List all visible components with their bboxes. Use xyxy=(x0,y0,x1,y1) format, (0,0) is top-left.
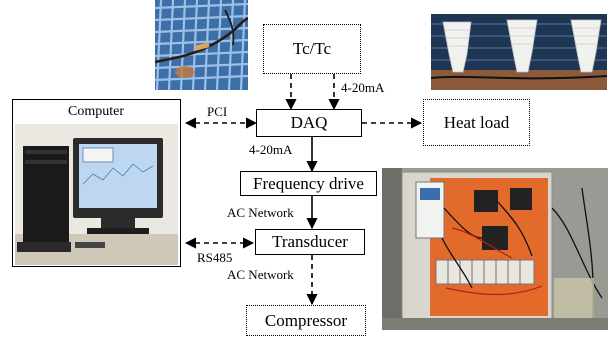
heat-load-lamps-photo xyxy=(431,14,607,90)
label-rs485: RS485 xyxy=(197,250,233,265)
label-fd-transducer: AC Network xyxy=(227,205,294,220)
computer-photo xyxy=(15,124,178,265)
node-frequency-drive: Frequency drive xyxy=(240,171,377,196)
electrical-panel-photo xyxy=(382,168,608,330)
label-tc-daq: 4-20mA xyxy=(341,80,385,95)
label-daq-fd: 4-20mA xyxy=(249,142,293,157)
label-pci: PCI xyxy=(207,104,228,119)
node-tc: Tc/Tc xyxy=(263,24,361,74)
thermocouple-grid-photo xyxy=(155,0,248,90)
computer-box: Computer xyxy=(12,99,181,267)
node-heat-load: Heat load xyxy=(423,99,530,146)
node-daq: DAQ xyxy=(256,109,362,137)
node-transducer: Transducer xyxy=(255,229,365,255)
label-transducer-compressor: AC Network xyxy=(227,267,294,282)
computer-label: Computer xyxy=(68,104,124,119)
node-compressor: Compressor xyxy=(246,305,366,336)
